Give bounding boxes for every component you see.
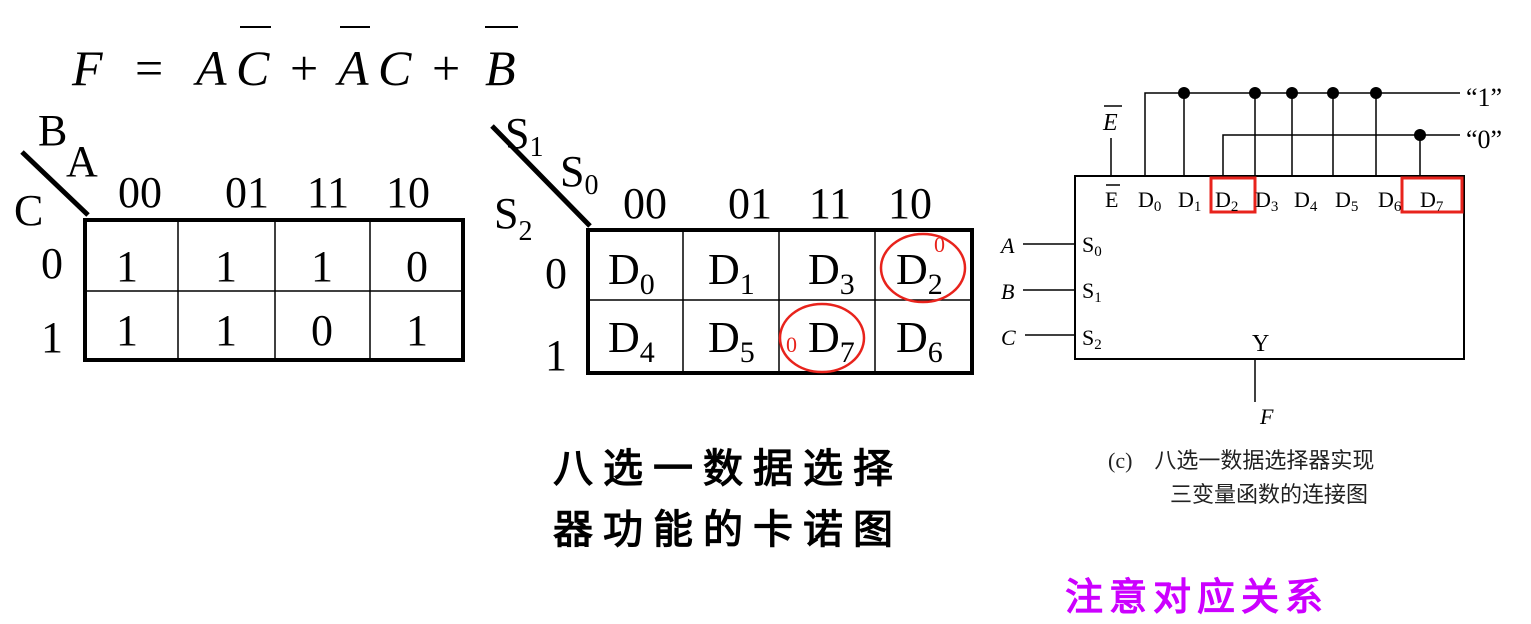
kmap-col-header: 00 bbox=[118, 168, 162, 217]
input-b: B bbox=[1001, 279, 1014, 304]
pin-s1: S1 bbox=[1082, 278, 1102, 306]
kmap-cell-d3: D3 bbox=[808, 245, 855, 301]
kmap-cell-d6: D6 bbox=[896, 313, 943, 369]
kmap-cell-d0: D0 bbox=[608, 245, 655, 301]
kmap-col-header: 10 bbox=[888, 179, 932, 228]
const-one-label: “1” bbox=[1466, 83, 1502, 112]
enable-label: E bbox=[1102, 110, 1118, 136]
kmap-var-c: C bbox=[14, 186, 43, 235]
highlight-box-d7 bbox=[1400, 176, 1464, 214]
kmap-col-header: 00 bbox=[623, 179, 667, 228]
kmap-row-header: 1 bbox=[545, 331, 567, 380]
junction-dots bbox=[1178, 87, 1426, 141]
kmap-diagonal bbox=[490, 124, 592, 228]
formula-plus-2: + bbox=[432, 40, 460, 96]
mux-diagram: “1” “0” E E A B C F Y (c) 八选一数据选择器实现 三变量… bbox=[999, 83, 1502, 507]
kmap-cell-d4: D4 bbox=[608, 313, 655, 369]
kmap-col-header: 11 bbox=[809, 179, 851, 228]
output-pin: Y bbox=[1252, 331, 1269, 357]
pin-d6: D6 bbox=[1378, 187, 1402, 215]
pin-d0: D0 bbox=[1138, 187, 1161, 215]
mux-caption-line-2: 三变量函数的连接图 bbox=[1170, 482, 1368, 507]
input-a: A bbox=[999, 233, 1015, 258]
pin-d2: D2 bbox=[1215, 187, 1238, 215]
zero-mark: 0 bbox=[786, 332, 797, 357]
kmap-row-header: 1 bbox=[41, 313, 63, 362]
zero-mark: 0 bbox=[934, 232, 945, 257]
kmap-var-s0: S0 bbox=[560, 147, 598, 201]
const-zero-line bbox=[1222, 134, 1460, 176]
pin-d3: D3 bbox=[1255, 187, 1278, 215]
kmap-col-header: 10 bbox=[386, 168, 430, 217]
kmap-row-header: 0 bbox=[41, 239, 63, 288]
pin-s2: S2 bbox=[1082, 325, 1102, 353]
highlight-circle-d2 bbox=[879, 232, 967, 304]
kmap-grid bbox=[586, 228, 974, 375]
pin-s0: S0 bbox=[1082, 232, 1102, 260]
formula-plus-1: + bbox=[290, 40, 318, 96]
kmap-var-s1: S1 bbox=[505, 109, 543, 163]
mux-box bbox=[1074, 175, 1465, 360]
kmap-cell-d1: D1 bbox=[708, 245, 755, 301]
kmap-col-header: 01 bbox=[728, 179, 772, 228]
kmap-cell: 0 bbox=[311, 306, 333, 355]
formula-term2-a: A bbox=[335, 40, 369, 96]
highlight-circle-d7 bbox=[778, 302, 866, 374]
formula-f: F bbox=[71, 40, 103, 96]
formula-term1-c: C bbox=[236, 40, 270, 96]
highlight-box-d2 bbox=[1209, 176, 1257, 214]
kmap-cell: 0 bbox=[406, 242, 428, 291]
const-zero-label: “0” bbox=[1466, 125, 1502, 154]
kmap-caption: 八选一数据选择 器功能的卡诺图 bbox=[553, 446, 903, 553]
pin-d1: D1 bbox=[1178, 187, 1201, 215]
mux-caption-line-1: (c) 八选一数据选择器实现 bbox=[1108, 448, 1374, 473]
note-text: 注意对应关系 bbox=[1065, 575, 1329, 619]
kmap-cell: 1 bbox=[116, 242, 138, 291]
formula-term3-b: B bbox=[485, 40, 516, 96]
formula-equals: = bbox=[135, 40, 163, 96]
kmap-var-a: A bbox=[66, 137, 98, 186]
pin-d5: D5 bbox=[1335, 187, 1358, 215]
kmap-row-header: 0 bbox=[545, 249, 567, 298]
kmap-var-b: B bbox=[38, 106, 67, 155]
kmap-cell: 1 bbox=[215, 306, 237, 355]
formula-term1-a: A bbox=[193, 40, 227, 96]
kmap-var-s2: S2 bbox=[494, 189, 532, 247]
kmap-diagonal bbox=[20, 150, 90, 217]
kmap-grid bbox=[83, 218, 465, 362]
pin-d7: D7 bbox=[1420, 187, 1444, 215]
formula-term2-c: C bbox=[378, 40, 412, 96]
mux-caption: (c) 八选一数据选择器实现 三变量函数的连接图 bbox=[1108, 448, 1374, 507]
enable-pin: E bbox=[1105, 187, 1118, 212]
const-one-line bbox=[1144, 92, 1460, 176]
kmap-cell: 1 bbox=[406, 306, 428, 355]
kmap-cell: 1 bbox=[215, 242, 237, 291]
output-label: F bbox=[1259, 404, 1274, 429]
kmap-col-header: 11 bbox=[307, 168, 349, 217]
kmap-caption-line-1: 八选一数据选择 bbox=[553, 446, 903, 492]
kmap-cell-d7: D7 bbox=[808, 313, 855, 369]
kmap-cell: 1 bbox=[311, 242, 333, 291]
kmap-cell-d5: D5 bbox=[708, 313, 755, 369]
input-c: C bbox=[1001, 325, 1016, 350]
kmap-col-header: 01 bbox=[225, 168, 269, 217]
pin-d4: D4 bbox=[1294, 187, 1318, 215]
kmap-caption-line-2: 器功能的卡诺图 bbox=[553, 507, 903, 553]
kmap-cell-d2: D2 bbox=[896, 245, 943, 301]
formula: F = A C + A C + B bbox=[71, 26, 518, 96]
kmap-cell: 1 bbox=[116, 306, 138, 355]
